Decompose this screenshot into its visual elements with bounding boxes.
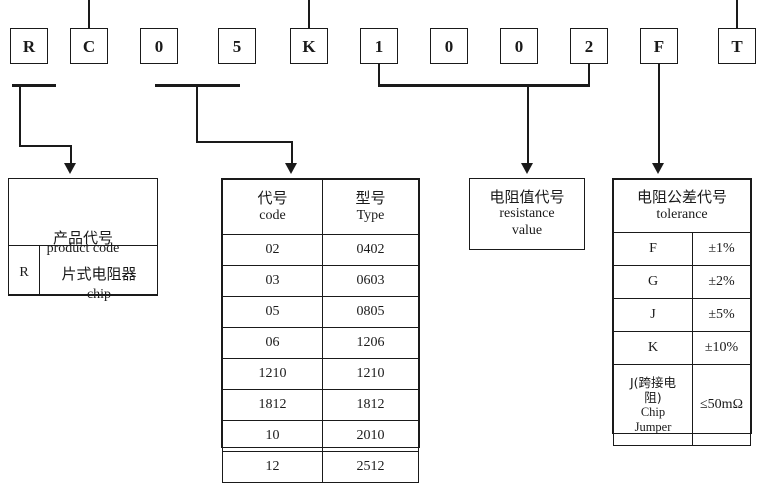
tolerance-header-en: tolerance (656, 206, 708, 222)
product-code-desc-cn: 片式电阻器 (61, 265, 137, 283)
product-code-value: R (19, 265, 29, 280)
product-code-header-cn: 产品代号 (52, 229, 113, 247)
table-row-header: 代号 code 型号 Type (222, 179, 419, 235)
tolerance-cell-value: ±2% (692, 265, 751, 299)
resistance-value-box: 电阻值代号 resistance value (469, 178, 585, 250)
resistance-title-cn: 电阻值代号 (489, 188, 565, 207)
arrow-tolerance (652, 163, 664, 174)
size-code-cell-type: 1206 (322, 327, 419, 359)
size-code-cell-code: 03 (222, 265, 323, 297)
table-row: K ±10% (613, 331, 751, 365)
table-row: F ±1% (613, 232, 751, 266)
product-panel-vdivider (39, 245, 41, 295)
connector-product-drop (70, 145, 72, 165)
size-code-header-code-cn: 代号 (257, 189, 288, 208)
part-number-char-6: 0 (430, 28, 468, 64)
tolerance-cell-jumper-value: ≤50mΩ (692, 364, 751, 446)
jumper-code-line3: Chip (640, 405, 666, 419)
size-code-cell-code: 10 (222, 420, 323, 452)
product-code-desc-en: chip (86, 287, 112, 302)
size-code-header-type-en: Type (356, 207, 385, 223)
table-row: J ±5% (613, 298, 751, 332)
size-code-header-code: 代号 code (222, 179, 323, 235)
part-number-char-1: C (70, 28, 108, 64)
table-row: 10 2010 (222, 420, 419, 452)
arrow-resistance-value (521, 163, 533, 174)
size-code-header-type: 型号 Type (322, 179, 419, 235)
size-code-cell-type: 1812 (322, 389, 419, 421)
part-number-char-4: K (290, 28, 328, 64)
size-code-cell-code: 1210 (222, 358, 323, 390)
tolerance-cell-value: ±5% (692, 298, 751, 332)
product-code-table: 产品代号 product code R 片式电阻器 chip (8, 178, 158, 302)
part-number-char-3: 5 (218, 28, 256, 64)
size-code-cell-type: 0805 (322, 296, 419, 328)
tolerance-cell-value: ±1% (692, 232, 751, 266)
connector-size-vertical (196, 84, 198, 142)
jumper-code-line2: 阻) (644, 389, 662, 405)
table-row: 1210 1210 (222, 358, 419, 390)
arrow-size-code (285, 163, 297, 174)
table-row: 03 0603 (222, 265, 419, 297)
part-number-char-10: T (718, 28, 756, 64)
table-row: G ±2% (613, 265, 751, 299)
part-number-char-7: 0 (500, 28, 538, 64)
stub-line-above-t (736, 0, 738, 28)
connector-product-elbow (19, 145, 71, 147)
size-code-cell-code: 12 (222, 451, 323, 483)
jumper-code-line4: Jumper (634, 420, 672, 435)
connector-resistance-left-drop (378, 64, 380, 86)
tolerance-cell-code: K (613, 331, 693, 365)
resistance-title-en-l2: value (511, 223, 543, 238)
size-code-table: 代号 code 型号 Type 02 0402 03 0603 (221, 178, 420, 483)
tolerance-header-cell: 电阻公差代号 tolerance (613, 179, 751, 233)
tolerance-cell-value: ±10% (692, 331, 751, 365)
tolerance-cell-code: G (613, 265, 693, 299)
table-row: 05 0805 (222, 296, 419, 328)
tolerance-header-cn: 电阻公差代号 (636, 188, 727, 207)
table-row: 02 0402 (222, 234, 419, 266)
table-row: 1812 1812 (222, 389, 419, 421)
size-code-cell-code: 1812 (222, 389, 323, 421)
part-number-char-8: 2 (570, 28, 608, 64)
tolerance-cell-code: J (613, 298, 693, 332)
connector-resistance-bar (378, 84, 590, 87)
connector-product-vertical (19, 84, 21, 146)
connector-size-elbow (196, 141, 292, 143)
size-code-cell-type: 2010 (322, 420, 419, 452)
size-code-cell-code: 06 (222, 327, 323, 359)
part-number-char-2: 0 (140, 28, 178, 64)
connector-tolerance-vertical (658, 64, 660, 165)
resistance-title-en-l1: resistance (499, 206, 555, 222)
jumper-code-line1: J(跨接电 (629, 374, 677, 390)
connector-resistance-vertical (527, 84, 529, 165)
stub-line-above-c (88, 0, 90, 28)
table-row-header: 电阻公差代号 tolerance (613, 179, 751, 233)
size-code-cell-type: 1210 (322, 358, 419, 390)
table-row-jumper: J(跨接电 阻) Chip Jumper ≤50mΩ (613, 364, 751, 446)
connector-resistance-right-drop (588, 64, 590, 86)
product-panel-hdivider2 (9, 293, 157, 295)
size-code-cell-type: 0603 (322, 265, 419, 297)
size-code-cell-type: 2512 (322, 451, 419, 483)
table-row: 12 2512 (222, 451, 419, 483)
size-code-cell-type: 0402 (322, 234, 419, 266)
arrow-product-code (64, 163, 76, 174)
size-code-cell-code: 02 (222, 234, 323, 266)
part-number-char-0: R (10, 28, 48, 64)
product-code-header-en: product code (46, 241, 120, 256)
part-number-char-5: 1 (360, 28, 398, 64)
size-code-header-type-cn: 型号 (355, 189, 386, 208)
part-number-char-9: F (640, 28, 678, 64)
size-code-header-code-en: code (259, 207, 286, 223)
tolerance-cell-code: F (613, 232, 693, 266)
table-row: 06 1206 (222, 327, 419, 359)
stub-line-above-k (308, 0, 310, 28)
product-panel-hdivider (9, 245, 157, 247)
tolerance-cell-jumper-code: J(跨接电 阻) Chip Jumper (613, 364, 693, 446)
connector-size-drop (291, 141, 293, 165)
connector-product-top-bar (12, 84, 56, 87)
size-code-cell-code: 05 (222, 296, 323, 328)
tolerance-table: 电阻公差代号 tolerance F ±1% G ±2% J ±5% (612, 178, 752, 446)
